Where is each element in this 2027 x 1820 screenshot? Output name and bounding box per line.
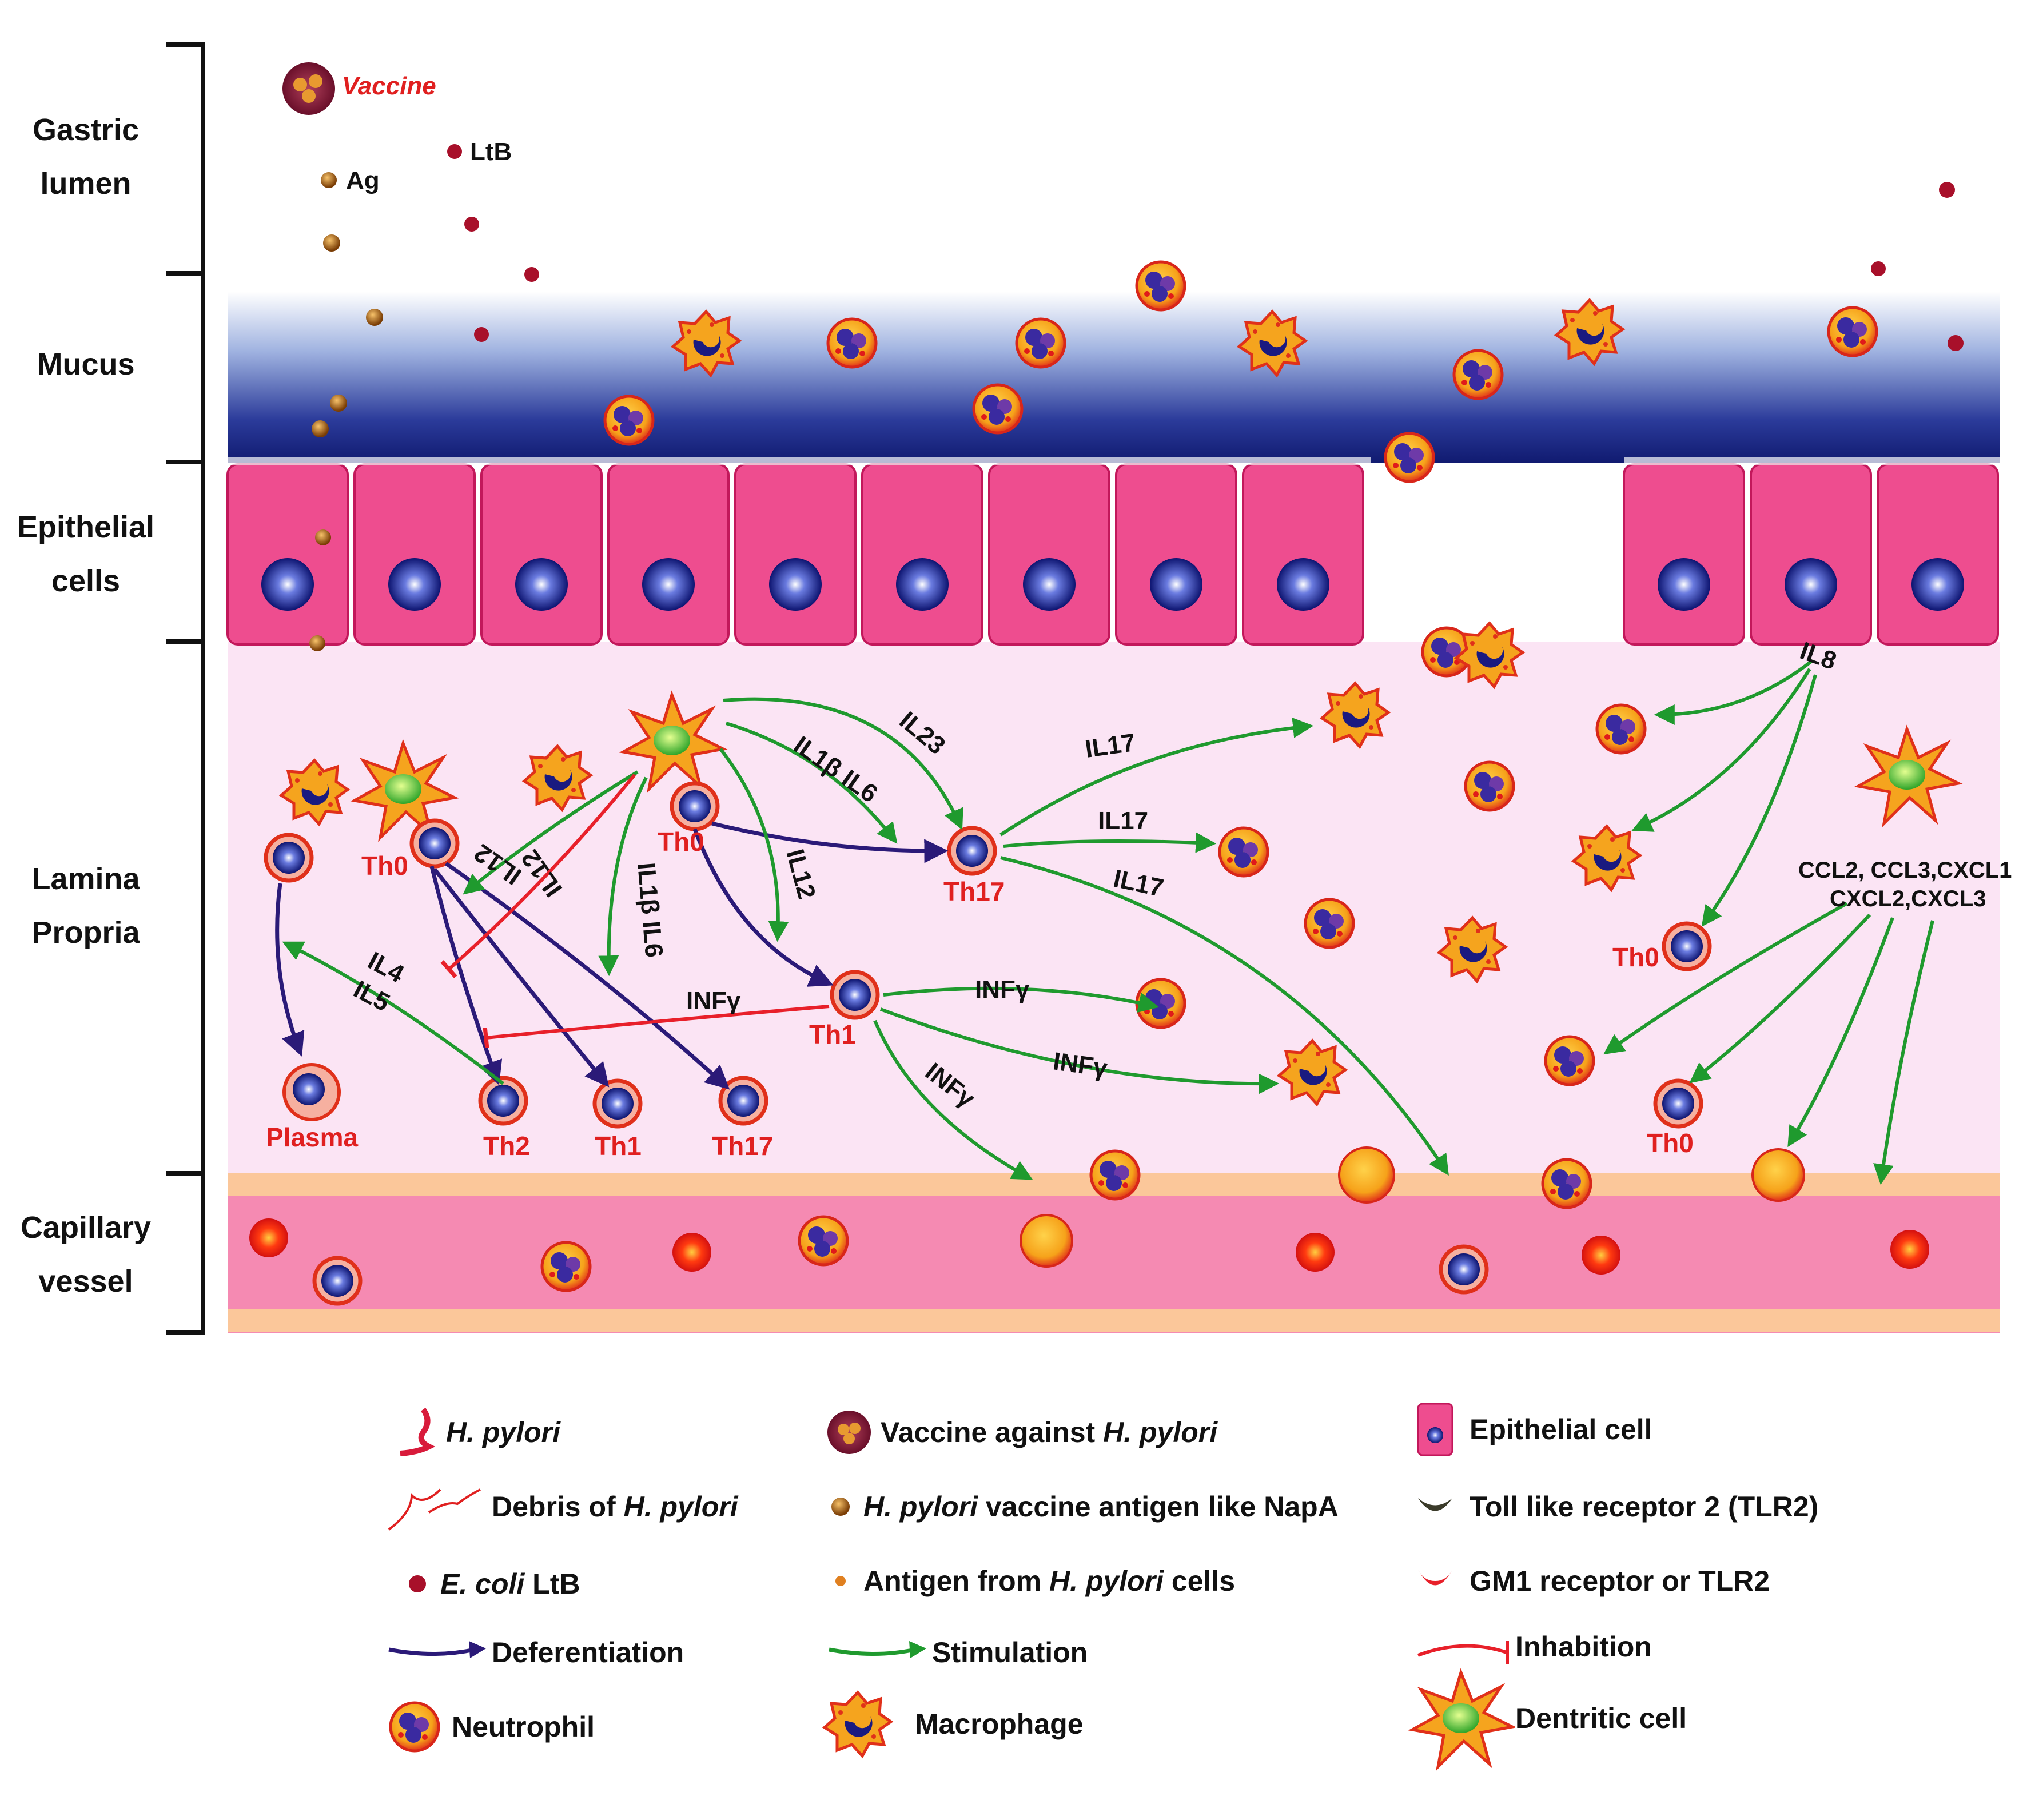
legend-label: Neutrophil bbox=[452, 1711, 595, 1743]
lamina-cells bbox=[266, 623, 1958, 1126]
legend-label: GM1 receptor or TLR2 bbox=[1470, 1565, 1770, 1597]
region-bracket bbox=[166, 42, 205, 1335]
th1-label-low: Th1 bbox=[595, 1131, 642, 1161]
region-label-epithelial-cells: Epithelial cells bbox=[17, 510, 155, 598]
th17-label-mid: Th17 bbox=[943, 877, 1005, 906]
neutrophil-icon bbox=[383, 1695, 452, 1758]
chemokines-label-1: CCL2, CCL3,CXCL1 bbox=[1798, 858, 2012, 883]
legend-label: Vaccine against H. pylori bbox=[881, 1416, 1218, 1448]
legend-item-gm1-receptor: GM1 receptor or TLR2 bbox=[1412, 1555, 1770, 1607]
legend-label: Stimulation bbox=[932, 1636, 1088, 1668]
mucus-layer bbox=[228, 292, 2000, 463]
legend-label: H. pylori vaccine antigen like NapA bbox=[863, 1491, 1339, 1523]
vaccine-antigen-icon bbox=[831, 1498, 850, 1516]
dendritic-cell-icon bbox=[1407, 1664, 1515, 1773]
th0-label-c: Th0 bbox=[1612, 942, 1659, 972]
region-label-capillary-vessel: Capillary vessel bbox=[20, 1210, 152, 1299]
legend-label: Inhabition bbox=[1515, 1631, 1652, 1663]
epithelial-cell-icon bbox=[1417, 1403, 1453, 1456]
stimulation-arrow-icon bbox=[829, 1641, 926, 1658]
stimulation-arrows bbox=[282, 659, 1934, 1185]
vessel-wall-bottom bbox=[228, 1309, 2000, 1332]
vaccine-icon bbox=[827, 1411, 871, 1454]
legend-item-dendritic-cell: Dentritic cell bbox=[1407, 1692, 1687, 1744]
th1-label-mid: Th1 bbox=[809, 1019, 856, 1049]
macrophage-icon bbox=[818, 1687, 915, 1761]
capillary-cells bbox=[249, 1146, 1929, 1304]
legend-item-vaccine-antigen: H. pylori vaccine antigen like NapA bbox=[823, 1481, 1339, 1532]
legend-item-debris: Debris of H. pylori bbox=[377, 1481, 738, 1532]
region-label-lamina-propria: Lamina Propria bbox=[31, 862, 140, 950]
epithelial-cells bbox=[226, 463, 1999, 646]
th0-label-d: Th0 bbox=[1647, 1128, 1694, 1158]
microvilli bbox=[228, 457, 1371, 465]
th17-label-low: Th17 bbox=[712, 1131, 773, 1161]
il17-b-label: IL17 bbox=[1098, 807, 1148, 835]
legend-label: H. pylori bbox=[446, 1416, 561, 1448]
legend-item-hp-antigen: Antigen from H. pylori cells bbox=[823, 1555, 1235, 1607]
legend-item-epithelial-cell: Epithelial cell bbox=[1412, 1403, 1652, 1456]
infg-a-label: INFγ bbox=[686, 987, 741, 1015]
legend-label: Epithelial cell bbox=[1470, 1413, 1652, 1445]
legend-label: Toll like receptor 2 (TLR2) bbox=[1470, 1491, 1819, 1523]
ltb-label: LtB bbox=[470, 138, 512, 166]
differentiation-arrows bbox=[275, 821, 949, 1090]
legend-item-inhibition: Inhabition bbox=[1412, 1621, 1652, 1672]
legend-label: Debris of H. pylori bbox=[492, 1491, 738, 1523]
inhibition-icon bbox=[1417, 1641, 1509, 1664]
gm1-receptor-icon bbox=[1418, 1570, 1452, 1586]
infg-b-label: INFγ bbox=[975, 975, 1030, 1003]
legend-item-differentiation: Deferentiation bbox=[383, 1627, 684, 1678]
th0-label-a: Th0 bbox=[361, 851, 408, 881]
legend-label: E. coli LtB bbox=[440, 1568, 580, 1600]
legend-item-neutrophil: Neutrophil bbox=[383, 1701, 595, 1753]
region-label-gastric-lumen: Gastric lumen bbox=[32, 113, 140, 201]
legend-label: Dentritic cell bbox=[1515, 1702, 1687, 1734]
microvilli-right bbox=[1624, 457, 2001, 465]
ag-label: Ag bbox=[346, 166, 380, 194]
vaccine-label: Vaccine bbox=[342, 72, 436, 100]
inhibition-arrows bbox=[440, 774, 830, 1049]
th2-label: Th2 bbox=[483, 1131, 530, 1161]
debris-icon bbox=[388, 1488, 481, 1531]
th0-label-b: Th0 bbox=[658, 827, 704, 857]
legend-item-h-pylori: H. pylori bbox=[389, 1407, 560, 1458]
hp-antigen-icon bbox=[835, 1576, 846, 1586]
legend-item-stimulation: Stimulation bbox=[823, 1627, 1088, 1678]
h-pylori-icon bbox=[400, 1408, 436, 1456]
differentiation-arrow-icon bbox=[388, 1641, 486, 1658]
legend-item-vaccine: Vaccine against H. pylori bbox=[823, 1407, 1217, 1458]
lumen-particles bbox=[282, 62, 1964, 651]
legend-item-tlr2: Toll like receptor 2 (TLR2) bbox=[1412, 1481, 1818, 1532]
region-label-mucus: Mucus bbox=[37, 347, 135, 381]
legend-item-macrophage: Macrophage bbox=[818, 1698, 1084, 1750]
legend-item-ltb: E. coli LtB bbox=[400, 1558, 580, 1610]
legend-label: Antigen from H. pylori cells bbox=[863, 1565, 1236, 1597]
il17-a-label: IL17 bbox=[1084, 728, 1137, 763]
ltb-icon bbox=[409, 1575, 426, 1592]
chemokines-label-2: CXCL2,CXCL3 bbox=[1830, 886, 1986, 911]
legend-label: Macrophage bbox=[915, 1708, 1084, 1740]
plasma-label: Plasma bbox=[266, 1122, 359, 1152]
legend-label: Deferentiation bbox=[492, 1636, 684, 1668]
tlr2-icon bbox=[1418, 1498, 1452, 1511]
